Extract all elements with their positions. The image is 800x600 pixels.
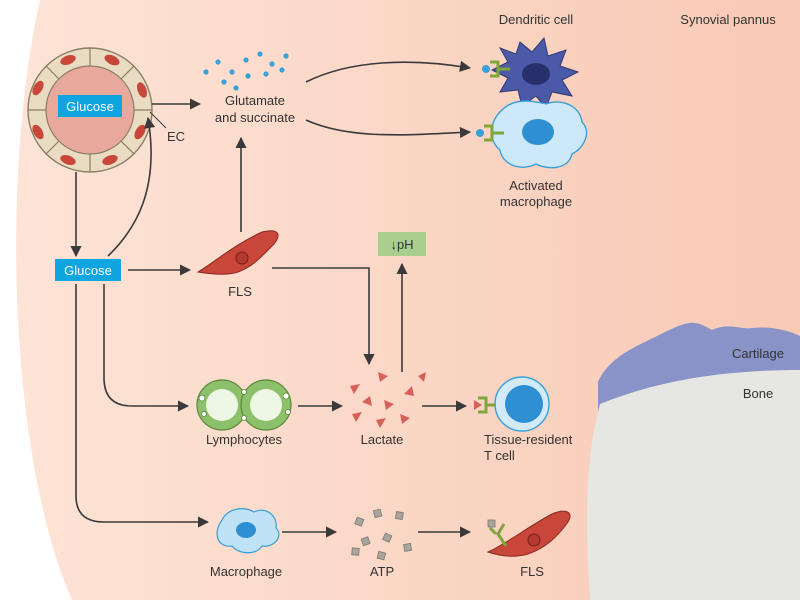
activated-macrophage-nucleus [522,119,554,145]
ph-box [378,232,426,256]
arrow-glutamate-to-macrophage [305,119,472,139]
lactate-label: Lactate [361,432,404,447]
t-cell-receptor [478,396,496,414]
cartilage-label: Cartilage [732,346,784,361]
glucose-vessel-box [58,95,122,117]
fls-receptor [488,523,508,547]
glucose-label: Glucose [64,263,112,278]
glutamate-label-line1: Glutamate [225,93,285,108]
arrow-glutamate-to-dendritic [305,60,472,83]
glucose-vessel-label: Glucose [66,99,114,114]
fls-top-nucleus [235,251,249,265]
glutamate-succinate-dots [203,51,289,91]
t-cell-lactate-ligand [474,400,482,410]
synovial-pannus-label: Synovial pannus [680,12,776,27]
arrow-glucose-to-macrophage [75,284,210,528]
t-cell-label-line1: Tissue-resident [484,432,573,447]
lymphocytes-label: Lymphocytes [206,432,283,447]
fls-bottom-label: FLS [520,564,544,579]
activated-macrophage-label-line2: macrophage [500,194,572,209]
bone-layer [587,370,800,600]
arrow-glucose-to-ec [107,116,156,257]
ec-label: EC [167,129,185,144]
arrow-fls-to-lactate [272,267,375,366]
glutamate-label-line2: and succinate [215,110,295,125]
dendritic-receptor [490,60,510,78]
t-cell-label-line2: T cell [484,448,515,463]
t-cell-nucleus [505,385,543,423]
macrophage-ligand [476,129,484,137]
dendritic-ligand [482,65,490,73]
fls-top-label: FLS [228,284,252,299]
ph-label: ↓pH [390,237,413,252]
arrow-glucose-to-lymphocytes [103,284,190,412]
fls-bottom-cell [486,510,571,557]
fls-bottom-nucleus [527,533,541,547]
atp-molecules [351,508,413,561]
lactate-molecules [350,372,426,428]
lymphocytes [196,379,292,431]
macrophage-nucleus [236,522,256,538]
dendritic-cell-label: Dendritic cell [499,12,574,27]
ec-pointer [149,111,167,129]
fls-top-cell [196,230,279,275]
fls-atp-ligand [487,519,496,528]
activated-macrophage-label-line1: Activated [509,178,562,193]
macrophage-receptor [484,124,504,142]
macrophage-label: Macrophage [210,564,282,579]
glucose-box [55,259,121,281]
atp-label: ATP [370,564,394,579]
bone-label: Bone [743,386,773,401]
